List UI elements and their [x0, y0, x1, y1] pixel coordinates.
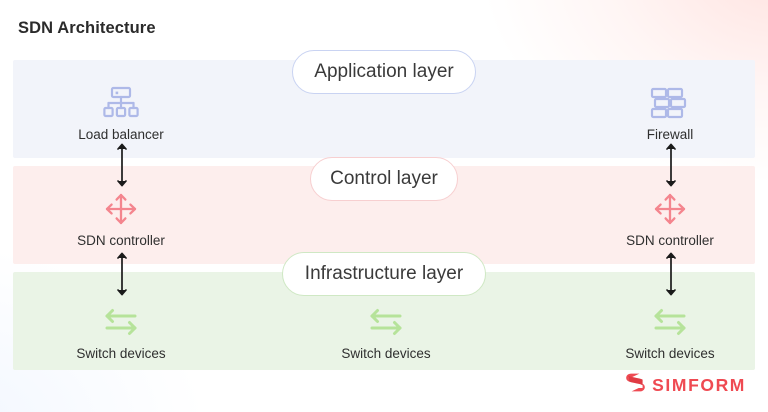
node-switch-devices-center-label: Switch devices — [341, 346, 431, 361]
connector-control-to-infrastructure-left — [112, 250, 132, 298]
node-switch-devices-right-label: Switch devices — [625, 346, 715, 361]
layer-pill-application-label: Application layer — [314, 61, 454, 82]
node-switch-devices-left-label: Switch devices — [76, 346, 166, 361]
exchange-arrows-icon — [650, 303, 690, 341]
exchange-arrows-icon — [101, 303, 141, 341]
layer-pill-infrastructure[interactable]: Infrastructure layer — [282, 252, 486, 296]
node-switch-devices-center[interactable]: Switch devices — [311, 303, 461, 361]
node-sdn-controller-right[interactable]: SDN controller — [595, 190, 745, 248]
sitemap-icon — [101, 84, 141, 122]
exchange-arrows-icon — [366, 303, 406, 341]
layer-pill-infrastructure-label: Infrastructure layer — [304, 263, 464, 284]
node-sdn-controller-right-label: SDN controller — [626, 233, 714, 248]
node-switch-devices-right[interactable]: Switch devices — [595, 303, 745, 361]
four-way-arrows-icon — [102, 190, 140, 228]
layer-pill-control-label: Control layer — [330, 168, 438, 189]
node-firewall-label: Firewall — [646, 127, 694, 142]
brand-wordmark: SIMFORM — [652, 374, 746, 395]
connector-control-to-infrastructure-right — [661, 250, 681, 298]
node-load-balancer[interactable]: Load balancer — [46, 84, 196, 142]
node-firewall[interactable]: Firewall — [595, 84, 745, 142]
four-way-arrows-icon — [651, 190, 689, 228]
node-switch-devices-left[interactable]: Switch devices — [46, 303, 196, 361]
layer-pill-application[interactable]: Application layer — [292, 50, 476, 94]
node-load-balancer-label: Load balancer — [78, 127, 164, 142]
simform-s-logo-icon — [625, 372, 646, 398]
connector-application-to-control-right — [661, 141, 681, 189]
brand-logo: SIMFORM — [625, 372, 746, 398]
page-title: SDN Architecture — [18, 19, 156, 37]
connector-application-to-control-left — [112, 141, 132, 189]
node-sdn-controller-left[interactable]: SDN controller — [46, 190, 196, 248]
brick-wall-icon — [649, 84, 691, 122]
layer-pill-control[interactable]: Control layer — [310, 157, 458, 201]
node-sdn-controller-left-label: SDN controller — [77, 233, 165, 248]
